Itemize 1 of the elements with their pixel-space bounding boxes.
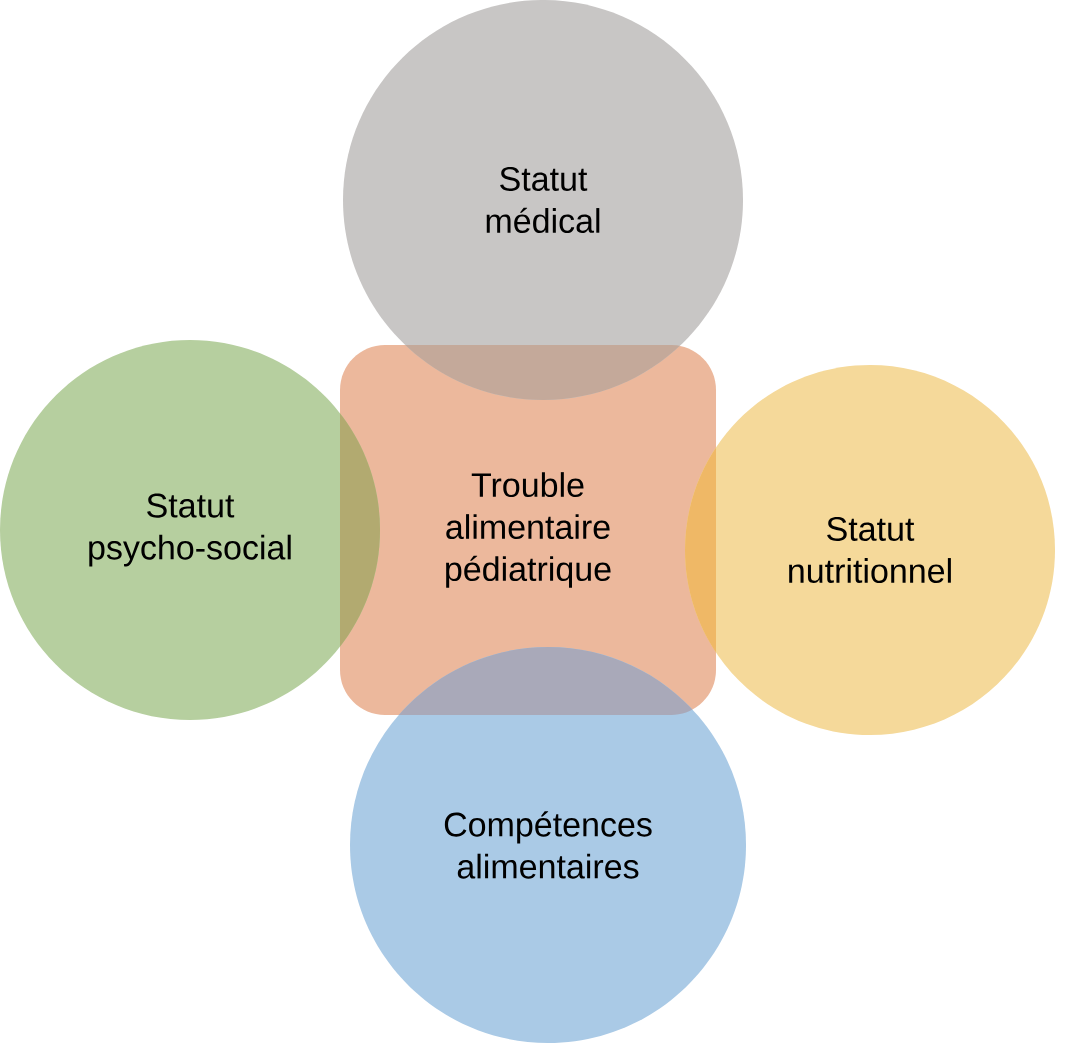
node-label: Statut nutritionnel <box>789 516 951 584</box>
